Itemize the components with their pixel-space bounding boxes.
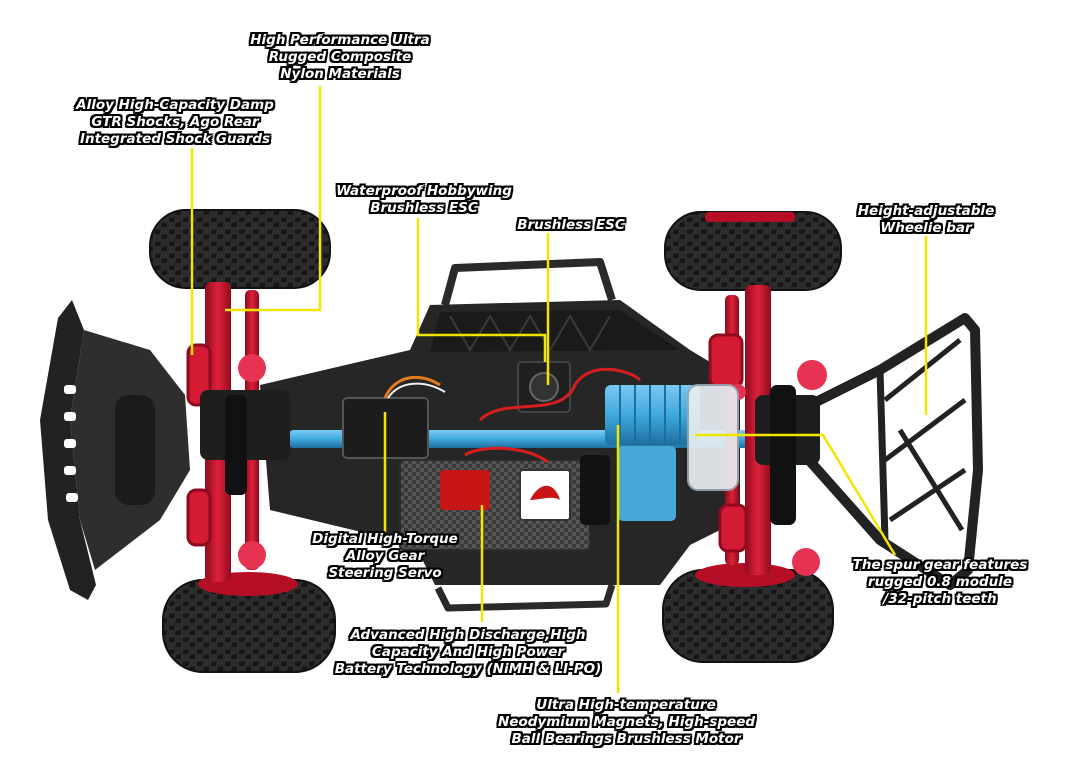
- callout-shocks-line-3: Integrated Shock Guards: [79, 131, 271, 147]
- callout-brushless-esc-line-1: Brushless ESC: [517, 217, 625, 233]
- callout-waterproof-esc-line-2: Brushless ESC: [370, 200, 478, 216]
- callout-shocks-line-1: Alloy High-Capacity Damp: [76, 97, 274, 113]
- leader-lines: [190, 86, 928, 693]
- wheel-rear-left-bottom: [162, 572, 336, 673]
- esc-unit: [478, 361, 642, 422]
- callout-battery-line-3: Battery Technology (NiMH & LI-PO): [334, 661, 602, 677]
- callout-spur-gear-line-3: /32-pitch teeth: [883, 591, 997, 607]
- callout-composite-line-1: High Performance Ultra: [250, 32, 430, 48]
- callout-shocks-line-2: GTR Shocks, Ago Rear: [91, 114, 259, 130]
- callout-motor: Ultra High-temperature Neodymium Magnets…: [498, 697, 756, 748]
- callout-wheelie-bar: Height-adjustable Wheelie bar: [848, 203, 1004, 237]
- rear-bumper: [40, 300, 190, 600]
- callout-motor-line-3: Ball Bearings Brushless Motor: [511, 731, 741, 747]
- callout-composite-line-3: Nylon Materials: [280, 66, 400, 82]
- callout-wheelie-bar-line-2: Wheelie bar: [880, 220, 972, 236]
- bottom-bumper-handle: [434, 583, 616, 612]
- callout-waterproof-esc-line-1: Waterproof Hobbywing: [336, 183, 512, 199]
- rear-suspension: [186, 282, 290, 582]
- callout-brushless-esc: Brushless ESC: [508, 217, 634, 234]
- callout-composite-line-2: Rugged Composite: [268, 49, 412, 65]
- callout-servo-line-2: Alloy Gear: [345, 548, 425, 564]
- callout-wheelie-bar-line-1: Height-adjustable: [857, 203, 995, 219]
- callout-motor-line-2: Neodymium Magnets, High-speed: [498, 714, 756, 730]
- top-bumper-handle: [441, 258, 616, 307]
- wheel-front-right-bottom: [662, 563, 834, 663]
- callout-composite: High Performance Ultra Rugged Composite …: [248, 32, 432, 83]
- brushless-motor: [605, 384, 739, 521]
- callout-servo: Digital High-Torque Alloy Gear Steering …: [305, 531, 465, 582]
- wheelie-bar: [796, 313, 983, 590]
- callout-waterproof-esc: Waterproof Hobbywing Brushless ESC: [334, 183, 514, 217]
- wheel-front-right-top: [664, 211, 842, 291]
- callout-spur-gear-line-2: rugged 0.8 module: [867, 574, 1013, 590]
- callout-servo-line-3: Steering Servo: [328, 565, 442, 581]
- callout-spur-gear-line-1: The spur gear features: [852, 557, 1028, 573]
- callout-shocks: Alloy High-Capacity Damp GTR Shocks, Ago…: [68, 97, 282, 148]
- wheel-rear-left-top: [149, 209, 331, 289]
- callout-motor-line-1: Ultra High-temperature: [536, 697, 716, 713]
- callout-spur-gear: The spur gear features rugged 0.8 module…: [845, 557, 1035, 608]
- callout-battery-line-2: Capacity And High Power: [371, 644, 565, 660]
- battery-pack: [399, 446, 610, 551]
- callout-battery: Advanced High Discharge,High Capacity An…: [330, 627, 606, 678]
- front-suspension: [708, 285, 827, 576]
- callout-servo-line-1: Digital High-Torque: [312, 531, 458, 547]
- callout-battery-line-1: Advanced High Discharge,High: [350, 627, 586, 643]
